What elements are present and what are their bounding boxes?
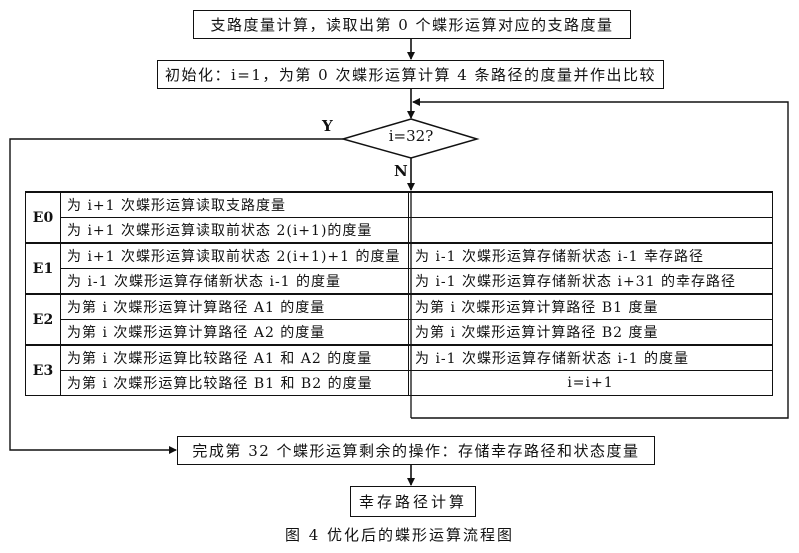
stage-right-op: 为 i-1 次蝶形运算存储新状态 i-1 幸存路径 [408,242,773,269]
loop-back-line [411,98,789,419]
stage-left-op: 为第 i 次蝶形运算比较路径 A1 和 A2 的度量 [60,344,409,371]
stage-label: E2 [25,293,61,346]
init-box: 初始化：i=1，为第 0 次蝶形运算计算 4 条路径的度量并作出比较 [157,60,664,89]
stage-row: 为第 i 次蝶形运算计算路径 A2 的度量为第 i 次蝶形运算计算路径 B2 度… [26,319,773,346]
stage-left-op: 为 i+1 次蝶形运算读取前状态 2(i+1)的度量 [60,217,409,244]
finish-box: 完成第 32 个蝶形运算剩余的操作：存储幸存路径和状态度量 [177,436,655,465]
stage-right-op: 为第 i 次蝶形运算计算路径 B1 度量 [408,293,773,320]
stage-label: E3 [25,344,61,396]
stage-right-op: 为第 i 次蝶形运算计算路径 B2 度量 [408,319,773,346]
stage-left-op: 为 i+1 次蝶形运算读取前状态 2(i+1)+1 的度量 [60,242,409,269]
branch-metric-box: 支路度量计算，读取出第 0 个蝶形运算对应的支路度量 [193,10,631,39]
stage-label: E0 [25,191,61,244]
stage-row: 为 i+1 次蝶形运算读取前状态 2(i+1)的度量 [26,217,773,244]
figure-caption: 图 4 优化后的蝶形运算流程图 [284,526,515,544]
stage-right-op: 为 i-1 次蝶形运算存储新状态 i+31 的幸存路径 [408,268,773,295]
stage-left-op: 为第 i 次蝶形运算比较路径 B1 和 B2 的度量 [60,370,409,396]
arrow-yes-branch [9,138,343,454]
stage-left-op: 为第 i 次蝶形运算计算路径 A1 的度量 [60,293,409,320]
stage-left-op: 为第 i 次蝶形运算计算路径 A2 的度量 [60,319,409,346]
stage-right-op [408,217,773,244]
stage-right-op: i=i+1 [408,370,773,396]
survivor-path-box: 幸存路径计算 [350,486,476,517]
stage-right-op [408,191,773,218]
stage-label: E1 [25,242,61,295]
stage-row: 为 i-1 次蝶形运算存储新状态 i-1 的度量为 i-1 次蝶形运算存储新状态… [26,268,773,295]
decision-label: i=32? [388,127,434,145]
stage-right-op: 为 i-1 次蝶形运算存储新状态 i-1 的度量 [408,344,773,371]
stage-left-op: 为 i+1 次蝶形运算读取支路度量 [60,191,409,218]
no-label: N [394,162,408,180]
yes-label: Y [322,117,333,135]
stage-left-op: 为 i-1 次蝶形运算存储新状态 i-1 的度量 [60,268,409,295]
